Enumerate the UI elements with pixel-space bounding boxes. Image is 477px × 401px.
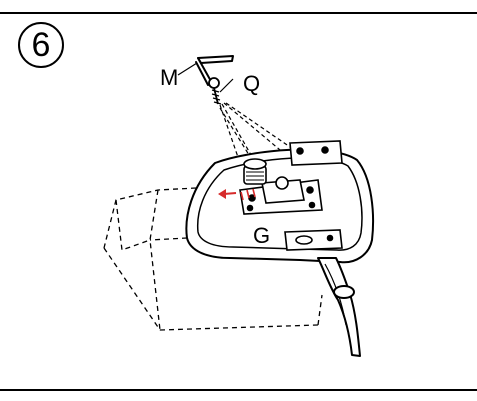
mechanism-plate bbox=[239, 179, 323, 215]
backrest-arm bbox=[317, 257, 361, 357]
left-arrow-icon bbox=[218, 189, 237, 199]
callout-g: G bbox=[253, 223, 271, 248]
alignment-marker bbox=[240, 188, 256, 201]
bottom-divider bbox=[0, 389, 477, 391]
callout-m: M bbox=[160, 65, 179, 90]
top-divider bbox=[0, 12, 477, 14]
callout-q: Q bbox=[243, 71, 261, 96]
screw-icon bbox=[208, 77, 222, 105]
back-bracket-bottom bbox=[284, 229, 343, 251]
backrest-outline-dashed bbox=[103, 187, 323, 331]
gas-lift-knob bbox=[243, 158, 289, 190]
step-number-badge: 6 bbox=[18, 22, 64, 68]
step-number: 6 bbox=[31, 26, 51, 64]
back-bracket-top bbox=[289, 140, 343, 166]
